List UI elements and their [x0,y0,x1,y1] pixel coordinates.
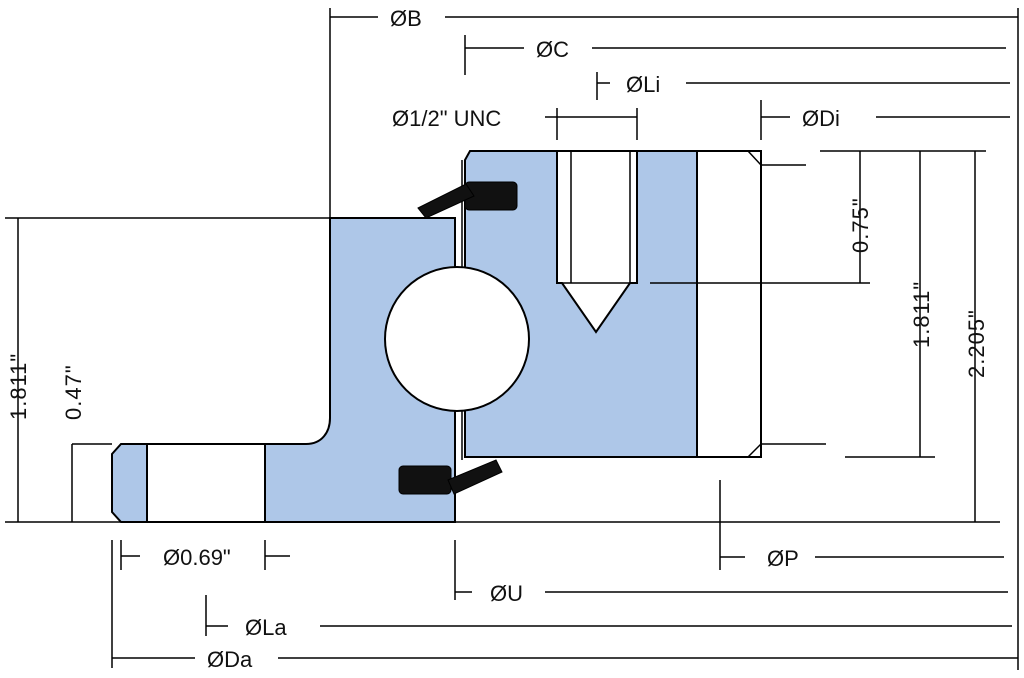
dim-lines-top [329,8,1019,670]
label-unc: Ø1/2" UNC [392,106,501,131]
label-2205: 2.205" [964,309,989,378]
label-047: 0.47" [61,364,86,420]
label-075: 0.75" [848,197,873,253]
label-c: ØC [536,37,569,62]
bottom-seal [398,459,503,495]
label-069: Ø0.69" [163,545,231,570]
outer-ring-bolt-hole [146,443,266,523]
top-seal [417,181,518,219]
inner-ring [464,150,826,458]
label-li: ØLi [626,72,660,97]
inner-bore [696,150,762,458]
label-p: ØP [767,546,799,571]
label-da: ØDa [207,647,253,672]
label-b: ØB [390,6,422,31]
label-1811-left: 1.811" [6,353,31,420]
label-di: ØDi [802,106,840,131]
outer-ring-flange [111,443,148,523]
label-1811-right: 1.811" [909,281,934,348]
label-la: ØLa [245,615,287,640]
label-u: ØU [490,581,523,606]
dim-lines-right [650,150,986,522]
dim-lines-bottom [5,217,1018,668]
bearing-ball [384,266,530,412]
